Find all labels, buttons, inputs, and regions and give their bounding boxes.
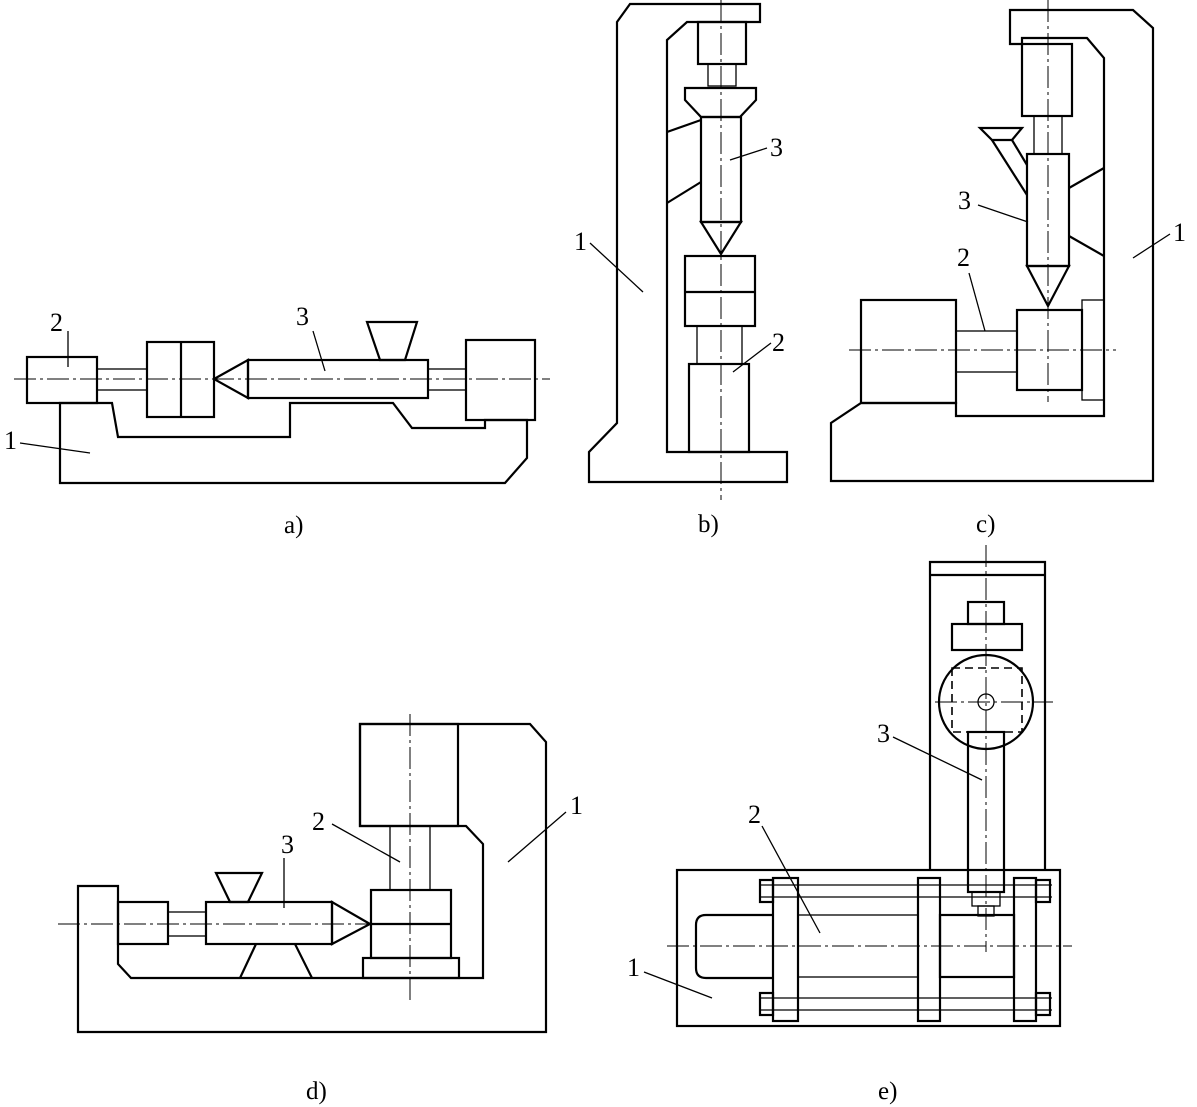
panel-b-clamp-rod <box>696 325 743 365</box>
panel-d-frame <box>76 722 548 1034</box>
panel-d-barrel <box>204 900 334 946</box>
panel-b-drive-unit <box>696 20 748 66</box>
panel-e-nut-4 <box>1034 991 1052 1017</box>
panel-e-moving-platen <box>916 876 942 1023</box>
panel-c-caption: c) <box>976 511 995 538</box>
panel-c-label-2: 2 <box>957 243 970 272</box>
panel-e-nut-3 <box>1034 878 1052 904</box>
panel-b-clamp-cylinder <box>687 362 751 454</box>
panel-e-motor-plate <box>950 622 1024 652</box>
panel-e-label-1: 1 <box>627 953 640 982</box>
panel-b-caption: b) <box>698 511 719 538</box>
panel-d-label-1: 1 <box>570 791 583 820</box>
panel-e-hidden-hopper <box>951 667 1023 733</box>
panel-e-nut-2 <box>758 991 775 1017</box>
panel-b-frame <box>587 2 789 484</box>
panel-a-hopper <box>365 320 419 362</box>
panel-d-clamp-cylinder <box>358 722 460 828</box>
panel-d-label-2: 2 <box>312 807 325 836</box>
panel-b-screw-shaft <box>707 63 737 87</box>
panel-d-hopper <box>214 871 264 904</box>
panel-d-nozzle <box>330 900 373 946</box>
panel-d-drive-unit <box>116 900 170 946</box>
panel-c: 3 2 1 c) <box>829 0 1186 538</box>
panel-e-rear-platen <box>1012 876 1038 1023</box>
panel-e-nut-1 <box>758 878 775 904</box>
panel-b-nozzle <box>699 220 743 257</box>
panel-b-label-1: 1 <box>574 227 587 256</box>
panel-d-label-3: 3 <box>281 830 294 859</box>
panel-b-label-2: 2 <box>772 328 785 357</box>
panel-c-frame <box>829 8 1155 483</box>
panel-b: 1 3 2 b) <box>574 0 789 538</box>
panel-e-column-frame <box>928 560 1047 870</box>
panel-e-label-3: 3 <box>877 719 890 748</box>
panel-c-drive-unit <box>1020 42 1074 118</box>
panel-a: 2 3 1 a) <box>4 302 550 539</box>
panel-c-hopper <box>977 126 1025 142</box>
panel-d-caption: d) <box>306 1078 327 1105</box>
panel-c-label-3: 3 <box>958 186 971 215</box>
panel-e-base <box>675 868 1062 1028</box>
panel-c-label-1: 1 <box>1173 218 1186 247</box>
panel-a-label-1: 1 <box>4 426 17 455</box>
panel-e-caption: e) <box>878 1078 897 1105</box>
panel-a-drive-unit <box>464 338 537 422</box>
panel-a-label-3: 3 <box>296 302 309 331</box>
panel-e-fixed-platen <box>771 876 800 1023</box>
panel-c-clamp-cylinder <box>859 298 958 405</box>
panel-b-label-3: 3 <box>770 133 783 162</box>
panel-a-label-2: 2 <box>50 308 63 337</box>
panel-a-clamp-cylinder <box>25 355 99 405</box>
panel-e: 3 2 1 e) <box>627 545 1072 1105</box>
panel-a-frame <box>58 401 529 485</box>
panel-a-caption: a) <box>284 512 303 539</box>
panel-d: 2 3 1 d) <box>58 714 583 1105</box>
panel-c-clamp-rod <box>955 330 1018 373</box>
panel-e-label-2: 2 <box>748 800 761 829</box>
